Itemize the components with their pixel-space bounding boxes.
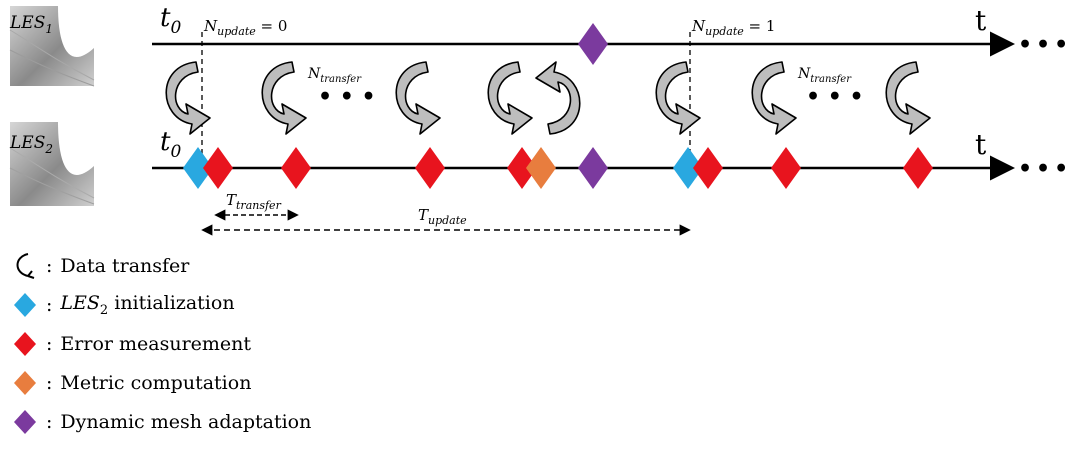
t-transfer-label: Ttransfer [226, 191, 282, 212]
transfer-arrow-down [655, 61, 701, 135]
legend-label-initialization: LES2 initialization [60, 291, 235, 318]
n-transfer-label-right: Ntransfer [797, 66, 852, 85]
legend-item-initialization: : LES2 initialization [8, 285, 428, 324]
diamond-red-icon [14, 331, 36, 356]
legend-item-metric-computation: : Metric computation [8, 363, 428, 402]
diamond-error [203, 147, 233, 189]
diamond-error [903, 147, 933, 189]
transfer-arrow-down [165, 61, 211, 135]
les2-ellipsis: ••• [1018, 156, 1072, 182]
event-diamonds [183, 23, 933, 189]
les1-ellipsis: ••• [1018, 32, 1072, 58]
legend: : Data transfer : LES2 initialization : … [8, 246, 428, 441]
diamond-metric [526, 147, 556, 189]
timeline-diagram: LES1 LES2 t0 t ••• t0 t ••• Nupdate = 0 … [9, 3, 1072, 236]
transfer-ellipsis-right: • • • [806, 84, 864, 110]
diamond-error [693, 147, 723, 189]
diamond-error [415, 147, 445, 189]
legend-label-metric-computation: Metric computation [60, 371, 252, 394]
transfer-arrow-down [885, 61, 931, 135]
diamond-initialization [183, 147, 213, 189]
legend-label-error-measurement: Error measurement [60, 332, 252, 355]
legend-item-data-transfer: : Data transfer [8, 246, 428, 285]
les2-label: LES2 [9, 133, 53, 156]
diamond-orange-icon [14, 370, 36, 395]
transfer-arrow-down [395, 61, 441, 135]
transfer-arrow-icon [16, 252, 35, 279]
transfer-arrow-down [751, 61, 797, 135]
les1-t0-label: t0 [160, 3, 181, 38]
legend-label-mesh-adaptation: Dynamic mesh adaptation [60, 410, 312, 433]
diamond-adaptation [578, 147, 608, 189]
t-update-label: Tupdate [418, 206, 467, 227]
les1-t-label: t [975, 4, 987, 37]
les1-label: LES1 [9, 13, 53, 36]
transfer-arrows [165, 61, 931, 135]
transfer-arrow-down [261, 61, 307, 135]
diamond-error [771, 147, 801, 189]
n-update-1-label: Nupdate = 1 [691, 17, 775, 38]
diamond-adaptation [578, 23, 608, 65]
legend-label-data-transfer: Data transfer [60, 254, 190, 277]
n-transfer-label-left: Ntransfer [307, 66, 362, 85]
diamond-error [281, 147, 311, 189]
diamond-error [507, 147, 537, 189]
les1-mesh-thumbnail [9, 6, 95, 87]
transfer-arrow-up [535, 61, 581, 135]
transfer-arrow-down [487, 61, 533, 135]
legend-item-error-measurement: : Error measurement [8, 324, 428, 363]
legend-item-mesh-adaptation: : Dynamic mesh adaptation [8, 402, 428, 441]
diamond-initialization [673, 147, 703, 189]
n-update-0-label: Nupdate = 0 [203, 17, 287, 38]
diamond-blue-icon [14, 292, 36, 317]
les2-mesh-thumbnail [9, 122, 95, 206]
diamond-purple-icon [14, 409, 36, 434]
transfer-ellipsis-left: • • • [318, 84, 376, 110]
les2-t-label: t [975, 128, 987, 161]
les2-t0-label: t0 [160, 127, 181, 162]
